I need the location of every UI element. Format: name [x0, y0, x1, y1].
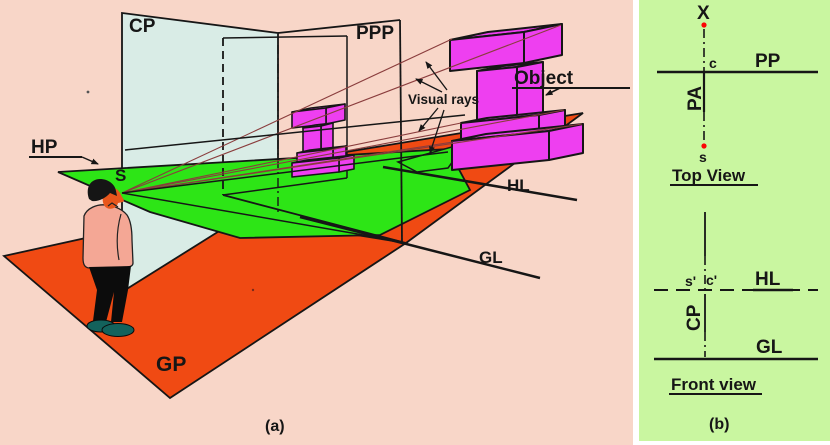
label-c: c	[709, 55, 717, 71]
horizon-line	[382, 165, 578, 202]
panel-b: X c PP PA s Top View s' c' HL CP	[639, 0, 830, 441]
visual-rays	[121, 24, 583, 194]
hp-arrow	[81, 156, 99, 165]
observer-arm-line	[116, 213, 122, 261]
top-view-title: Top View	[672, 166, 746, 185]
speck-2	[251, 288, 255, 292]
hp-plane-wedge	[395, 141, 468, 173]
label-visual-rays: Visual rays	[408, 92, 479, 107]
ground-line	[299, 215, 541, 280]
label-pp: PP	[755, 51, 781, 72]
label-gp: GP	[156, 353, 186, 376]
label-gl: GL	[479, 248, 503, 267]
panel-a-caption: (a)	[265, 418, 285, 435]
label-s-prime: s'	[685, 273, 696, 289]
label-hp-group: HP	[29, 137, 99, 165]
observer-hair	[87, 179, 117, 202]
panel-b-caption: (b)	[709, 416, 729, 433]
label-visual-rays-group: Visual rays	[408, 61, 479, 154]
visual-rays-arrow-1	[415, 78, 443, 93]
observer	[82, 179, 135, 337]
panel-a: CP PPP HP S Object Visual rays HL GL GP …	[0, 0, 633, 445]
panel-b-background	[639, 0, 830, 441]
label-hl-b: HL	[755, 269, 781, 290]
object-projected	[291, 103, 355, 178]
top-view: X c PP PA s Top View	[657, 3, 818, 186]
visual-rays-arrow-2	[425, 61, 448, 91]
label-hl: HL	[507, 176, 530, 195]
observer-jacket	[82, 204, 134, 269]
station-dot-s	[701, 143, 707, 149]
label-hp: HP	[31, 137, 58, 158]
visual-rays-arrow-3	[418, 107, 439, 132]
label-ppp: PPP	[356, 23, 394, 44]
object-far	[449, 23, 584, 171]
label-object: Object	[514, 68, 574, 89]
observer-pants	[89, 266, 131, 322]
station-dot-upper	[701, 22, 707, 28]
label-cp: CP	[129, 16, 156, 37]
label-s: s	[699, 149, 707, 165]
label-pa: PA	[685, 86, 706, 111]
observer-collar	[107, 202, 119, 208]
object-arrow	[545, 87, 561, 96]
front-view: s' c' HL CP GL Front view (b)	[654, 212, 818, 433]
speck-1	[86, 90, 90, 94]
visual-rays-arrow-4	[429, 109, 445, 154]
label-object-group: Object	[512, 68, 630, 96]
label-x-axis: X	[697, 3, 710, 24]
label-c-prime: c'	[706, 272, 717, 288]
sight-lines	[121, 114, 466, 241]
observer-shoe-right	[101, 323, 135, 337]
label-gl-b: GL	[756, 337, 783, 358]
front-view-title: Front view	[671, 375, 757, 394]
label-cp-b: CP	[684, 304, 705, 331]
label-station-point: S	[115, 166, 126, 185]
